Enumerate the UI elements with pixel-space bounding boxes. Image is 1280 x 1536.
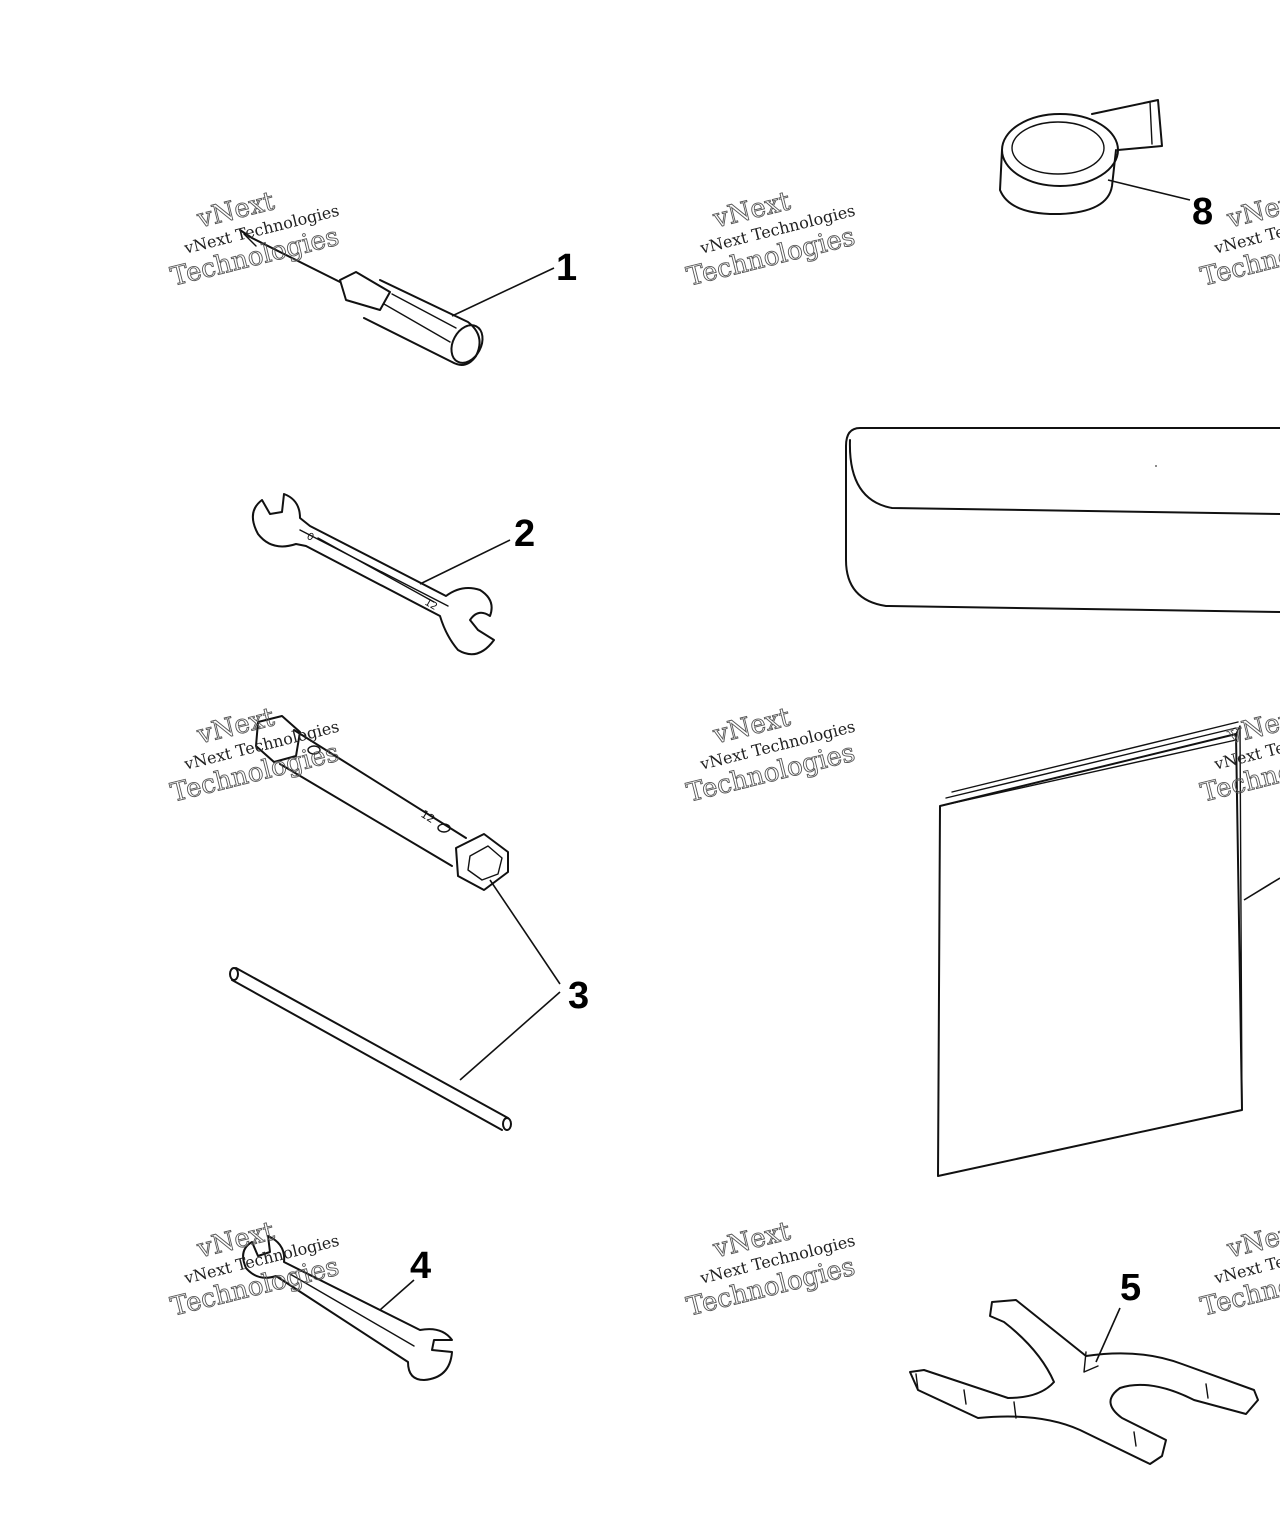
svg-text:0: 0 <box>305 531 316 544</box>
small-wrench-icon <box>242 1235 453 1381</box>
leader-line-4 <box>379 1279 415 1311</box>
strap-roll-icon <box>999 99 1163 216</box>
tool-pouch-icon <box>845 427 1280 613</box>
leader-line-3a <box>489 879 561 985</box>
box-wrench-and-bar-icon: 12 <box>229 715 512 1131</box>
callout-2: 2 <box>514 513 535 555</box>
callout-4: 4 <box>410 1245 431 1287</box>
leader-line-1 <box>451 267 555 317</box>
open-end-wrench-icon: 0 12 <box>251 493 495 656</box>
watermark-7: vNext vNext Technologies Technologies <box>167 1216 342 1323</box>
callout-3: 3 <box>568 975 589 1017</box>
watermark-8: vNext vNext Technologies Technologies <box>683 1216 858 1323</box>
leader-line-5 <box>1095 1307 1121 1363</box>
watermark-9: vNext vNext Technologies Technologies <box>1197 1216 1280 1323</box>
callout-1: 1 <box>556 247 577 289</box>
callout-5: 5 <box>1120 1267 1141 1309</box>
hook-spanner-icon <box>909 1299 1259 1465</box>
watermark-5: vNext vNext Technologies Technologies <box>683 702 858 809</box>
manual-booklet-icon <box>937 721 1280 1177</box>
watermark-2: vNext vNext Technologies Technologies <box>683 186 858 293</box>
leader-line-2 <box>419 539 511 585</box>
watermark-4: vNext vNext Technologies Technologies <box>167 702 342 809</box>
screwdriver-icon <box>239 229 484 366</box>
callout-8: 8 <box>1192 191 1213 233</box>
svg-text:12: 12 <box>418 808 437 826</box>
leader-line-8 <box>1107 179 1191 201</box>
leader-line-3b <box>459 991 561 1081</box>
watermark-1: vNext vNext Technologies Technologies <box>167 186 342 293</box>
